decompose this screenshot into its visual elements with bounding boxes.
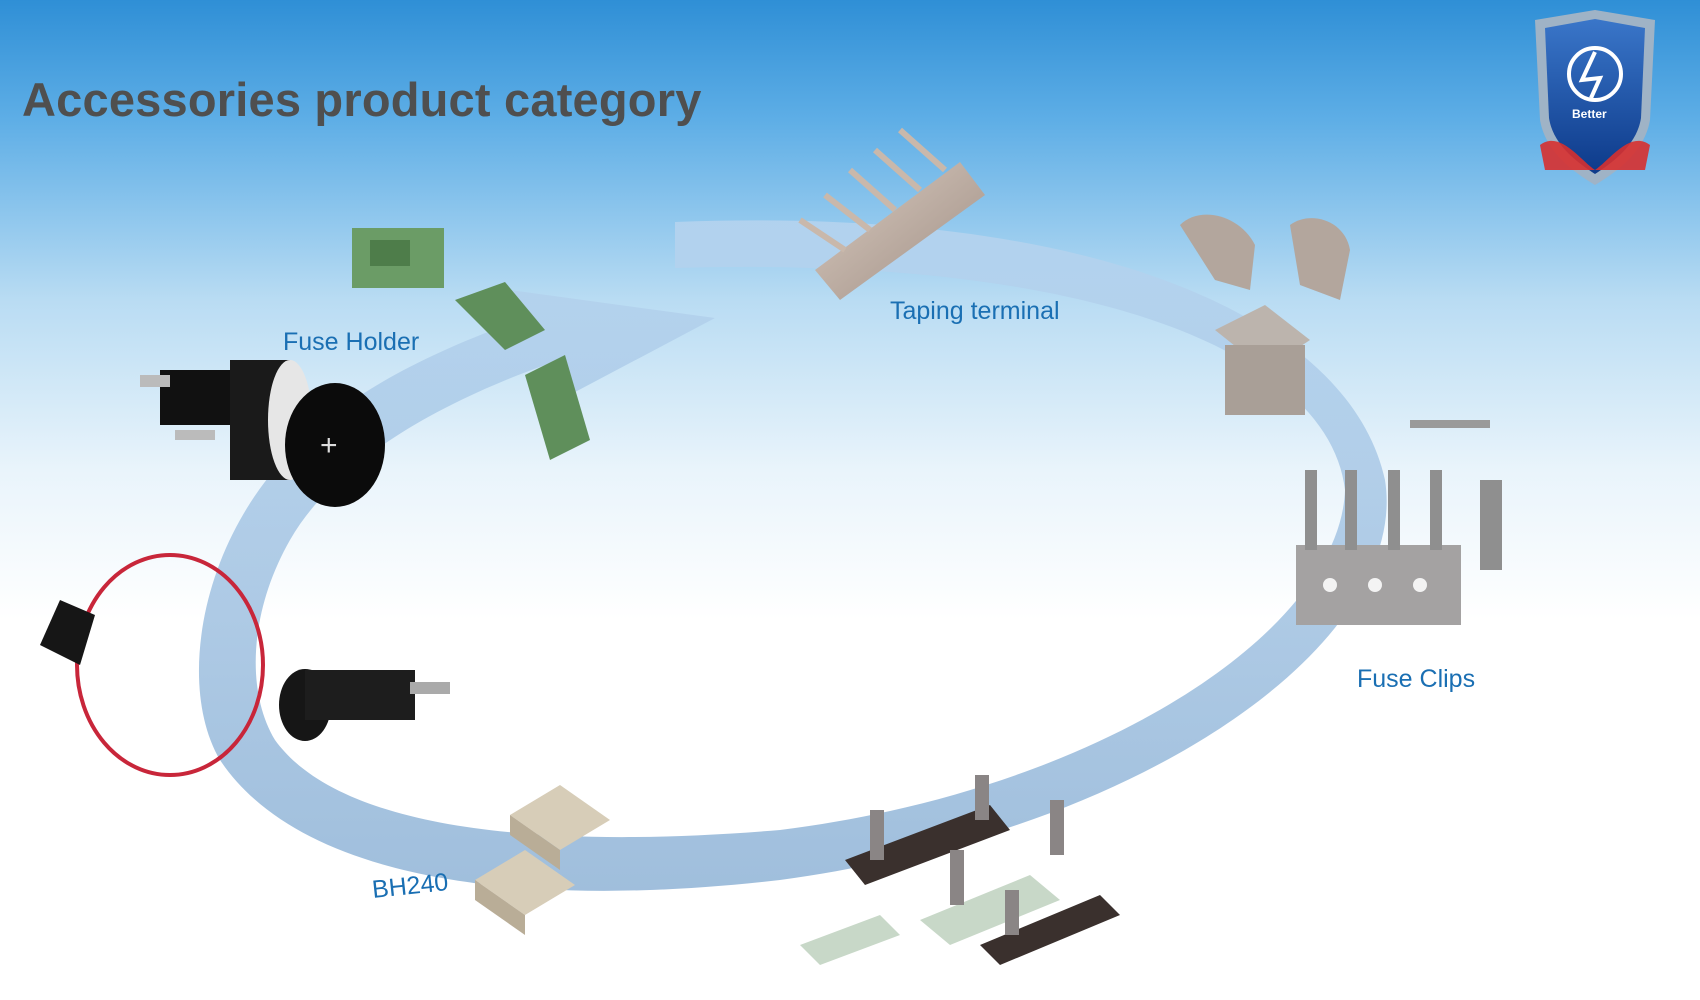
taping-terminal-product-image — [798, 127, 985, 300]
panel-fuse-holder-product-image: + — [140, 360, 385, 507]
fuse-holder-product-image — [352, 228, 590, 460]
company-logo — [1535, 10, 1655, 185]
bh240-product-image — [475, 785, 610, 935]
cycle-arrow-band — [198, 220, 1387, 891]
fuse-clips-product-image — [1180, 214, 1502, 625]
terminal-blocks-product-image — [800, 775, 1120, 965]
svg-text:+: + — [320, 429, 338, 462]
label-fuse-holder: Fuse Holder — [283, 328, 420, 356]
page-title: Accessories product category — [22, 73, 702, 126]
label-fuse-clips: Fuse Clips — [1357, 665, 1476, 693]
small-panel-holder-product-image — [279, 669, 450, 741]
label-taping-terminal: Taping terminal — [890, 297, 1060, 325]
logo-text: Better — [1572, 107, 1607, 121]
inline-fuse-holder-product-image — [40, 553, 265, 777]
